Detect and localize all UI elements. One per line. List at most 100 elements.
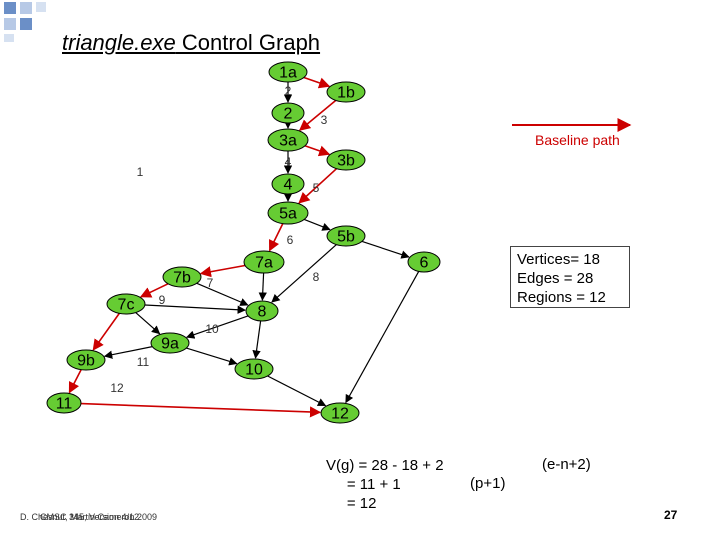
edges-layer [68, 76, 420, 418]
node-label-5b: 5b [337, 229, 355, 246]
node-shape-4 [271, 173, 305, 195]
formula-note-2: (p+1) [470, 475, 506, 492]
title-rest: Control Graph [175, 30, 321, 55]
node-8: 8 [245, 300, 279, 322]
graph-stats-box: Vertices= 18 Edges = 28 Regions = 12 [510, 246, 630, 308]
node-label-7c: 7c [118, 297, 135, 314]
node-label-3b: 3b [337, 153, 355, 170]
node-label-1a: 1a [279, 65, 297, 82]
legend-baseline-label: Baseline path [535, 132, 620, 148]
edge-label-3: 3 [321, 113, 328, 127]
node-label-9b: 9b [77, 353, 95, 370]
edge-label-12: 12 [110, 381, 124, 395]
edge-3b-5a [298, 168, 338, 204]
node-1a: 1a [268, 61, 308, 83]
node-label-11: 11 [56, 396, 73, 413]
node-6: 6 [407, 251, 441, 273]
node-shape-1a [268, 61, 308, 83]
edge-3a-3b [304, 145, 331, 157]
edge-5b-6 [361, 240, 410, 259]
node-label-10: 10 [245, 362, 263, 379]
edge-label-1: 1 [137, 165, 144, 179]
edge-label-6: 6 [287, 233, 294, 247]
corner-decoration [0, 0, 48, 44]
node-7a: 7a [243, 250, 285, 274]
edge-11-12 [80, 402, 322, 418]
edge-label-9: 9 [159, 293, 166, 307]
node-label-6: 6 [420, 255, 429, 272]
edge-labels-layer: 2 3 4 5 1 6 7 8 9 10 11 12 [110, 84, 327, 395]
title-exe: triangle.exe [62, 30, 176, 55]
node-label-4: 4 [284, 177, 293, 194]
node-3b: 3b [326, 149, 366, 171]
footer-text-b: CMSC 345, Version 4/12 [40, 512, 140, 522]
node-label-7b: 7b [173, 270, 191, 287]
node-shape-9b [66, 349, 106, 371]
edge-label-4: 4 [285, 155, 292, 169]
edge-8-10 [252, 320, 262, 359]
node-10: 10 [234, 358, 274, 380]
node-7c: 7c [106, 293, 146, 315]
node-1b: 1b [326, 81, 366, 103]
edge-5b-8 [271, 244, 337, 303]
edge-7c-9a [135, 312, 161, 335]
page-title: triangle.exe Control Graph [62, 30, 320, 56]
node-shape-7c [106, 293, 146, 315]
edge-5a-7a [268, 223, 284, 252]
node-shape-9a [150, 332, 190, 354]
edge-6-12 [345, 271, 420, 404]
node-label-8: 8 [258, 304, 267, 321]
node-12: 12 [320, 402, 360, 424]
node-shape-3b [326, 149, 366, 171]
node-5a: 5a [267, 201, 309, 225]
node-shape-5a [267, 201, 309, 225]
node-4: 4 [271, 173, 305, 195]
edge-5a-5b [303, 218, 331, 231]
edge-label-8: 8 [313, 270, 320, 284]
edge-label-2: 2 [285, 84, 292, 98]
formula-line-1: V(g) = 28 - 18 + 2 [326, 457, 444, 474]
edge-9a-10 [186, 347, 238, 366]
edge-7a-7b [199, 264, 246, 278]
edge-1b-3a [298, 99, 337, 131]
node-shape-2 [271, 102, 305, 124]
edge-7a-8 [258, 272, 267, 301]
node-5b: 5b [326, 225, 366, 247]
edge-7c-8 [144, 304, 246, 314]
node-shape-3a [267, 128, 309, 152]
node-label-5a: 5a [279, 206, 297, 223]
node-label-2: 2 [284, 106, 293, 123]
node-label-9a: 9a [161, 336, 179, 353]
node-shape-8 [245, 300, 279, 322]
edge-8-9a [186, 315, 249, 339]
node-3a: 3a [267, 128, 309, 152]
page-number: 27 [664, 508, 678, 522]
node-9a: 9a [150, 332, 190, 354]
edge-label-5: 5 [313, 181, 320, 195]
edge-label-10: 10 [205, 322, 219, 336]
formula-note-1: (e-n+2) [542, 456, 591, 473]
stat-vertices: Vertices= 18 [517, 251, 600, 268]
edge-label-11: 11 [137, 355, 150, 369]
edge-7b-8 [196, 282, 249, 306]
footer-text-a: D. Chesnut, Martin Cameron 2009 [20, 512, 158, 522]
node-label-3a: 3a [279, 133, 297, 150]
node-shape-11 [46, 392, 82, 414]
node-shape-1b [326, 81, 366, 103]
node-shape-6 [407, 251, 441, 273]
node-shape-5b [326, 225, 366, 247]
edge-7b-7c [139, 283, 169, 298]
node-shape-10 [234, 358, 274, 380]
edge-9a-9b [103, 346, 153, 359]
edge-label-7: 7 [207, 276, 214, 290]
node-9b: 9b [66, 349, 106, 371]
formula-line-3: = 12 [326, 495, 377, 512]
node-shape-7b [162, 266, 202, 288]
edge-1a-1b [303, 76, 331, 89]
node-2: 2 [271, 102, 305, 124]
node-shape-7a [243, 250, 285, 274]
stat-regions: Regions = 12 [517, 289, 606, 306]
node-label-7a: 7a [255, 255, 273, 272]
